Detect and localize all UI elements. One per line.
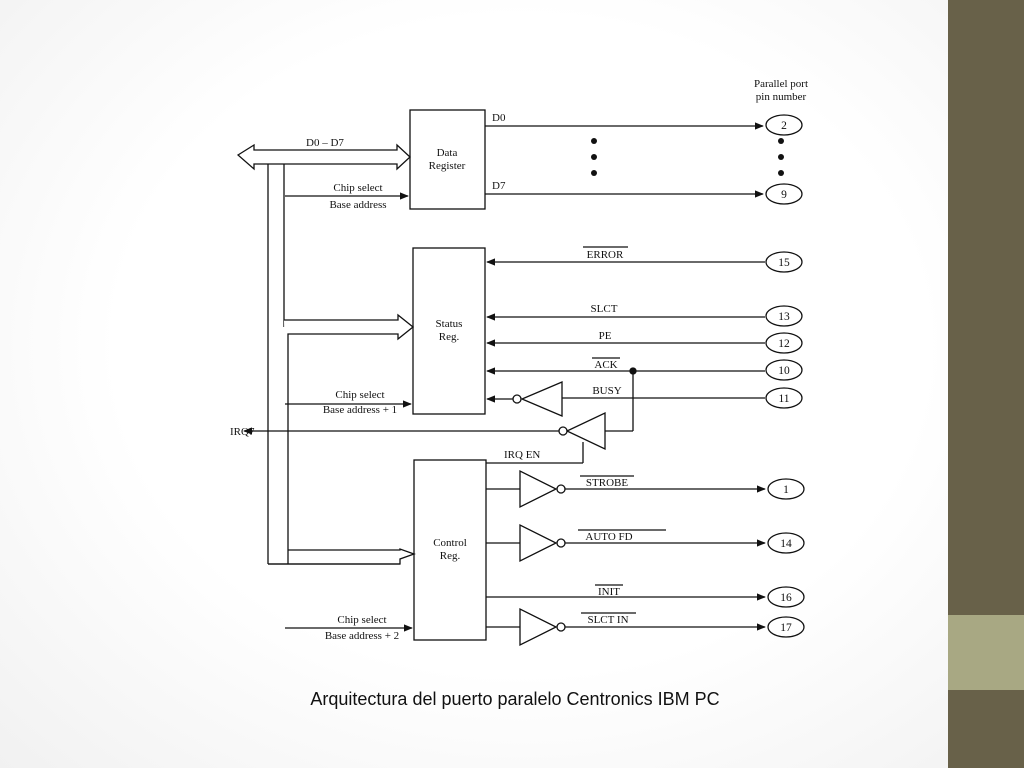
signal-slct-in: SLCT IN xyxy=(587,614,628,626)
signal-error: ERROR xyxy=(587,249,624,261)
control-register-label-1: Control xyxy=(433,537,467,549)
pin-10: 10 xyxy=(778,365,790,377)
slct-in-inverter xyxy=(519,607,558,647)
status-register-label-1: Status xyxy=(436,318,463,330)
control-register-block xyxy=(413,459,487,641)
side-bar-bottom xyxy=(948,690,1024,768)
signal-slct: SLCT xyxy=(591,303,618,315)
pin-12: 12 xyxy=(778,338,790,350)
pin-11: 11 xyxy=(778,393,789,405)
side-bar-accent xyxy=(948,615,1024,690)
data-register-label-1: Data xyxy=(437,147,458,159)
busy-inverter xyxy=(520,381,563,417)
chip-select-2-line1: Chip select xyxy=(335,389,384,401)
signal-ack: ACK xyxy=(594,359,617,371)
bus-branch-status xyxy=(284,313,415,564)
header-line1: Parallel port xyxy=(754,78,808,90)
signal-irq7: IRQ7 xyxy=(230,426,255,438)
irq-buffer xyxy=(565,411,606,451)
chip-select-2-line2: Base address + 1 xyxy=(323,404,397,416)
pin-1: 1 xyxy=(783,484,789,496)
bus-branch-control xyxy=(268,548,416,565)
chip-select-3-line2: Base address + 2 xyxy=(325,630,399,642)
chip-select-1-line2: Base address xyxy=(329,199,386,211)
pin-9: 9 xyxy=(781,189,787,201)
strobe-inverter xyxy=(519,469,558,509)
bus-label: D0 – D7 xyxy=(306,137,344,149)
pin-16: 16 xyxy=(780,592,792,604)
side-bar-top xyxy=(948,0,1024,615)
slide-caption: Arquitectura del puerto paralelo Centron… xyxy=(310,689,720,709)
pin-13: 13 xyxy=(778,311,790,323)
signal-init: INIT xyxy=(598,586,620,598)
signal-d0: D0 xyxy=(492,112,506,124)
signal-auto-fd: AUTO FD xyxy=(585,531,632,543)
pin-14: 14 xyxy=(780,538,792,550)
pin-17: 17 xyxy=(780,622,792,634)
pin-2: 2 xyxy=(781,120,787,132)
signal-d7: D7 xyxy=(492,180,506,192)
control-register-label-2: Reg. xyxy=(440,550,461,562)
status-register-label-2: Reg. xyxy=(439,331,460,343)
chip-select-1-line1: Chip select xyxy=(333,182,382,194)
signal-busy: BUSY xyxy=(592,385,621,397)
data-register-label-2: Register xyxy=(429,160,466,172)
data-register-block xyxy=(409,109,486,210)
parallel-port-diagram: Parallel port pin number D0 – D7 Data Re… xyxy=(230,78,808,647)
auto-fd-inverter xyxy=(519,523,558,563)
status-register-block xyxy=(412,247,486,415)
signal-pe: PE xyxy=(599,330,612,342)
bus-arrow xyxy=(236,143,411,171)
header-line2: pin number xyxy=(756,91,807,103)
signal-strobe: STROBE xyxy=(586,477,628,489)
signal-irq-en: IRQ EN xyxy=(504,449,540,461)
chip-select-3-line1: Chip select xyxy=(337,614,386,626)
pin-15: 15 xyxy=(778,257,790,269)
